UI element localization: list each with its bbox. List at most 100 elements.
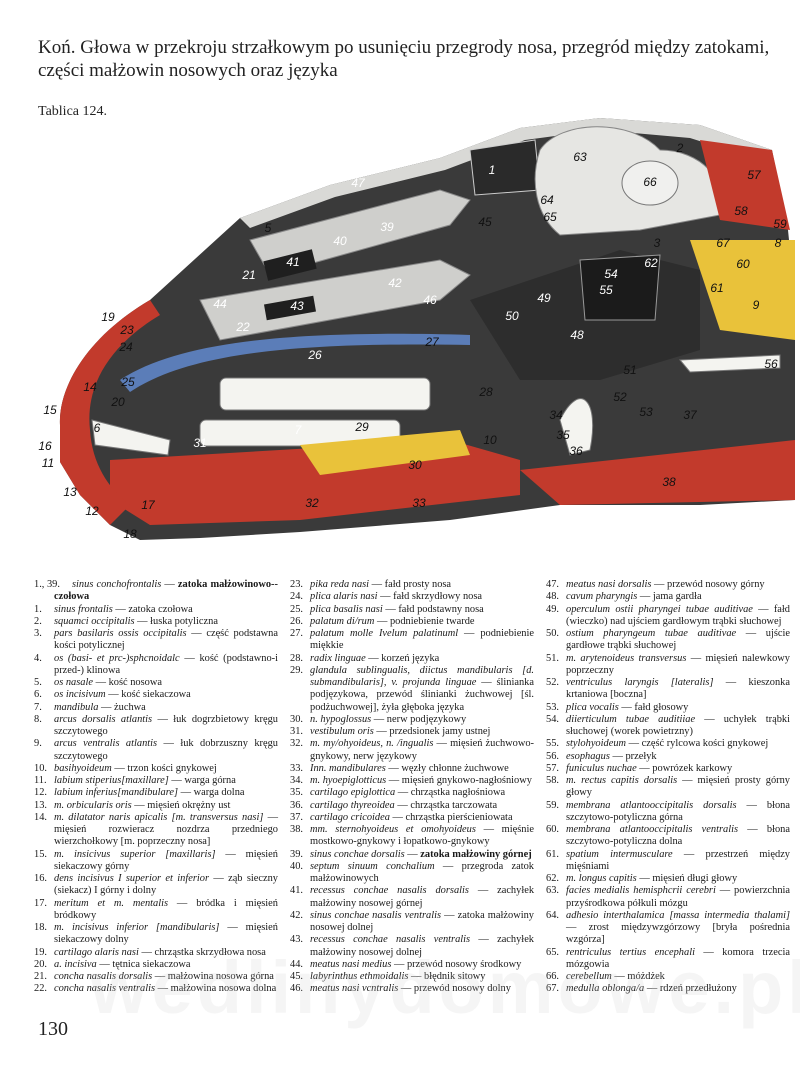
polish-term: kość (podstawno-i przed-) klinowa: [54, 652, 279, 676]
polish-term: warga dolna: [193, 787, 245, 799]
legend-entry: 5.os nasale — kość nosowa: [34, 677, 162, 688]
polish-term: małżowina nosowa górna: [167, 971, 274, 982]
polish-term: przewód nosowy dolny: [413, 983, 511, 995]
legend-number: 12.: [34, 787, 47, 799]
polish-term: fałd podstawny nosa: [398, 603, 484, 615]
polish-term: przewód nosowy górny: [667, 579, 765, 590]
polish-term: chrząstka skrzydłowa nosa: [154, 946, 266, 958]
figure-label-22: 22: [236, 320, 250, 334]
latin-term: meatus nasi dorsalis: [566, 579, 652, 590]
ventral-neck-muscle: [520, 440, 795, 505]
legend-entry: 11.labium stiperius[maxillare] — warga g…: [34, 775, 236, 786]
figure-label-21: 21: [242, 268, 256, 282]
latin-term: sinus frontalis: [54, 603, 113, 615]
figure-label-39: 39: [380, 220, 394, 234]
legend-entry: 6.os incisivum — kość siekaczowa: [34, 689, 191, 701]
latin-term: septum sinuum conchalium: [310, 860, 435, 872]
latin-term: arcus ventralis atlantis: [54, 738, 158, 750]
incisor-teeth: [91, 419, 171, 456]
latin-term: rentriculus tertius encephali: [566, 946, 695, 958]
legend-number: 62.: [546, 873, 559, 884]
legend-number: 15.: [34, 848, 47, 860]
legend-number: 47.: [546, 579, 559, 590]
legend-number: 23.: [290, 579, 303, 590]
polish-term: przewód nosowy środkowy: [406, 958, 522, 970]
figure-label-47: 47: [351, 176, 365, 190]
polish-term: mięsień siekaczowy dolny: [54, 922, 278, 946]
polish-term: małżowina nosowa dolna: [170, 983, 277, 995]
latin-term: m. incisivus inferior [mandibularis]: [54, 922, 220, 933]
polish-term: błona szczytowo-potyliczna dolna: [566, 824, 790, 848]
latin-term: operculum ostii pharyngei tubae auditiva…: [566, 603, 753, 615]
legend-number: 46.: [290, 983, 303, 995]
polish-term: zachyłek małżowiny nosowej górnej: [310, 885, 535, 909]
latin-term: plica vocalis: [566, 701, 619, 713]
latin-term: recessus conchae nasalis ventralis: [310, 934, 471, 946]
polish-term: kość nosowa: [108, 677, 162, 688]
figure-label-10: 10: [483, 433, 497, 447]
latin-term: arcus dorsalis atlantis: [54, 713, 153, 725]
latin-term: m. my/ohyoideus, n. /ingualis: [310, 738, 434, 750]
legend-entry: 26.palatum di/rum — podniebienie twarde: [290, 615, 475, 627]
latin-term: m. arytenoideus transversus: [566, 652, 687, 664]
esophagus-fold: [678, 354, 781, 373]
legend-entry: 45.labyrinthus ethmoidalis — błędnik sit…: [290, 971, 486, 982]
polish-term: komora trzecia mózgowia: [566, 946, 790, 970]
legend-column-3: 47.meatus nasi dorsalis — przewód nosowy…: [546, 579, 790, 996]
legend-entry: 67.medulla oblonga/a — rdzeń przedłużony: [546, 983, 737, 995]
legend-entry: 8.arcus dorsalis atlantis — łuk dogrzbie…: [34, 713, 278, 737]
legend-number: 66.: [546, 971, 559, 982]
legend-number: 51.: [546, 652, 559, 664]
legend-number: 57.: [546, 762, 559, 774]
legend-entry: 39.sinus conchae dorsalis — zatoka małżo…: [290, 848, 532, 860]
legend-entry: 62.m. longus capitis — mięsień długi gło…: [546, 873, 738, 884]
legend-number: 64.: [546, 909, 559, 921]
polish-term: przełyk: [625, 750, 657, 762]
figure-label-50: 50: [505, 309, 519, 323]
figure-label-8: 8: [774, 236, 782, 250]
legend-number: 61.: [546, 848, 559, 860]
figure-label-12: 12: [85, 504, 99, 518]
figure-label-26: 26: [308, 348, 322, 362]
polish-term: chrząstka pierścieniowata: [405, 811, 513, 823]
legend-number: 27.: [290, 628, 303, 639]
legend-number: 50.: [546, 628, 559, 639]
legend-entry: 60.membrana atlantooccipitalis ventralis…: [546, 824, 790, 848]
polish-term: ząb sieczny (siekacz) I górny i dolny: [54, 873, 278, 897]
latin-term: meatus nasi vcntralis: [310, 983, 399, 995]
figure-label-59: 59: [773, 217, 787, 231]
latin-term: cavum pharyngis: [566, 591, 638, 603]
latin-term: concha nasalis dorsalis: [54, 971, 153, 982]
legend-entry: 19.cartilago alaris nasi — chrząstka skr…: [34, 946, 266, 958]
polish-term: warga górna: [184, 775, 236, 786]
polish-term: ślinianka podjęzykowa, przewód ślinianki…: [310, 677, 534, 713]
polish-term: przestrzeń między mięśniami: [566, 848, 790, 872]
latin-term: vestibulum oris: [310, 726, 374, 737]
polish-term: fałd prosty nosa: [384, 579, 452, 590]
legend-number: 59.: [546, 799, 559, 811]
figure-label-9: 9: [752, 298, 760, 312]
legend-number: 26.: [290, 615, 303, 627]
latin-term: cartilago alaris nasi: [54, 946, 139, 958]
figure-label-44: 44: [213, 297, 227, 311]
polish-term: żuchwa: [114, 701, 146, 713]
legend-entry: 24.plica alaris nasi — fałd skrzydłowy n…: [290, 591, 483, 603]
legend-number: 4.: [34, 652, 42, 664]
latin-term: m. rectus capitis dorsalis: [566, 775, 678, 786]
hard-palate: [120, 333, 470, 392]
legend-number: 41.: [290, 885, 303, 897]
legend-number: 16.: [34, 873, 47, 884]
latin-term: m. dilatator naris apicalis [m. transver…: [54, 811, 264, 823]
legend-entry: 1., 39.sinus conchofrontalis — zatoka ma…: [34, 579, 278, 603]
latin-term: cartilago cricoidea: [310, 811, 390, 823]
latin-term: cartilago thyreoidea: [310, 799, 395, 811]
figure-label-33: 33: [412, 496, 426, 510]
polish-term: łuk dogrzbietowy kręgu szczytowego: [54, 713, 278, 737]
figure-label-37: 37: [683, 408, 697, 422]
figure-label-16: 16: [38, 439, 52, 453]
latin-term: funiculus nuchae: [566, 762, 637, 774]
legend-entry: 48.cavum pharyngis — jama gardła: [546, 591, 702, 603]
polish-term: zatoka małżowinowo--czołowa: [54, 579, 278, 603]
